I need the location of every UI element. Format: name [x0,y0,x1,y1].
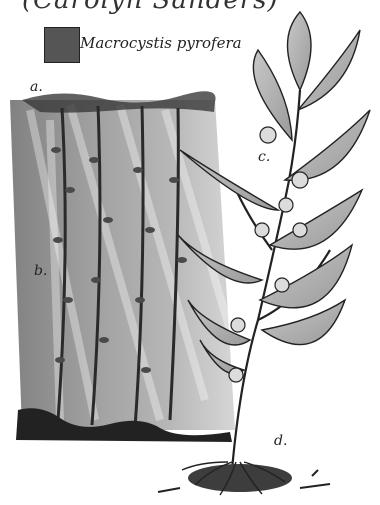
header-partial-text: (Carolyn Sanders) [22,0,279,13]
kelp-holdfast [158,462,330,495]
label-c: c. [258,150,270,164]
kelp-swatch-image [44,27,80,63]
label-b: b. [34,264,47,278]
species-title: Macrocystis pyrofera [80,36,242,51]
label-d: d. [274,434,287,448]
label-a: a. [30,80,43,94]
